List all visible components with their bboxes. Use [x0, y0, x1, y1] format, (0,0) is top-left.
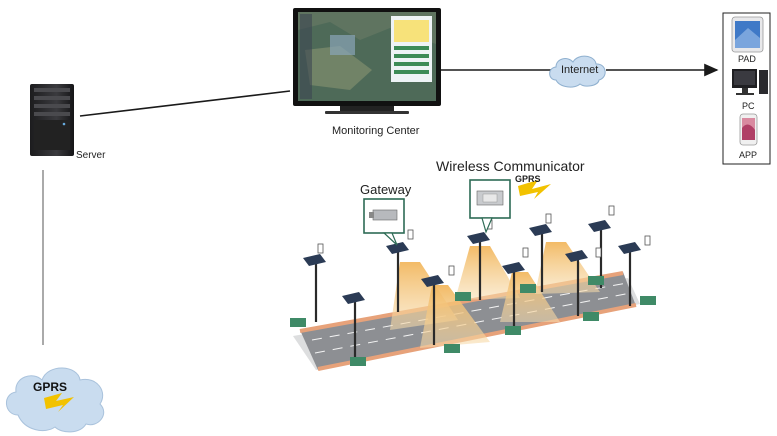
app-label: APP	[739, 150, 758, 160]
lightning-icon	[44, 393, 74, 412]
gateway-device-icon	[363, 198, 405, 246]
server-monitor-link	[79, 90, 291, 117]
desktop-pc-icon	[732, 69, 768, 95]
internet-label: Internet	[561, 64, 599, 76]
pad-label: PAD	[738, 54, 756, 64]
smartphone-icon	[739, 113, 758, 146]
wireless-communicator-label: Wireless Communicator	[436, 158, 585, 174]
solar-panels	[303, 220, 641, 304]
server-label: Server	[76, 150, 106, 161]
tablet-icon	[731, 16, 764, 53]
internet-cloud-icon	[549, 55, 606, 88]
battery-boxes	[290, 276, 656, 366]
gateway-label: Gateway	[360, 182, 412, 197]
server-icon	[30, 84, 74, 156]
monitor-icon	[293, 8, 441, 114]
communicator-device-icon	[469, 179, 511, 234]
lightning-icon	[518, 180, 551, 199]
road-scene	[293, 242, 640, 371]
gprs-cloud-label: GPRS	[33, 380, 68, 394]
gprs-link-label: GPRS	[515, 174, 541, 184]
pc-label: PC	[742, 101, 755, 111]
monitoring-center-label: Monitoring Center	[332, 125, 420, 137]
